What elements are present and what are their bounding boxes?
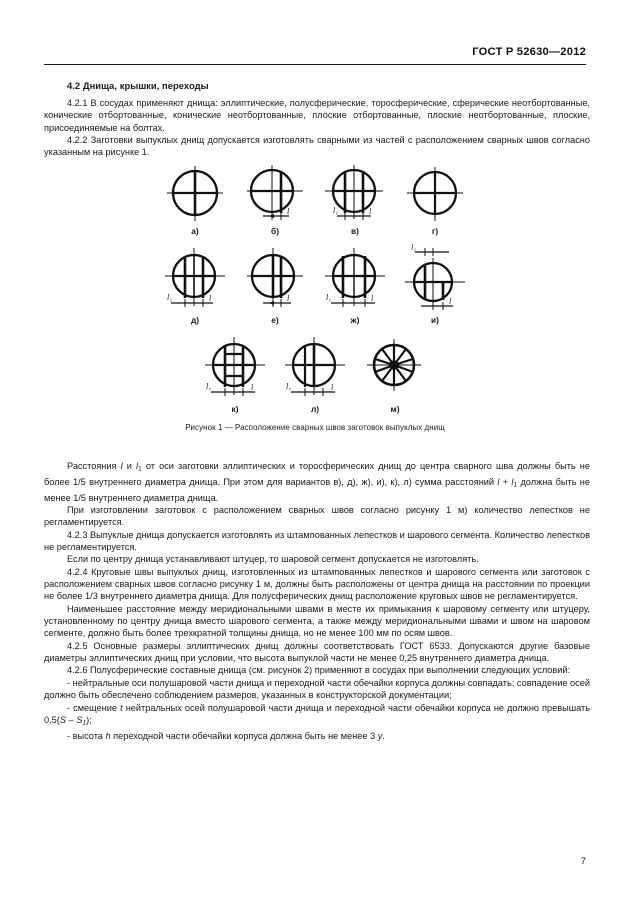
dim-l1: l₁ [326, 293, 331, 302]
diagram-variant-g [407, 167, 463, 221]
dim-l: l [287, 207, 290, 216]
bullet3-variable2: y [377, 730, 383, 741]
running-header-standard: ГОСТ Р 52630—2012 [472, 46, 586, 58]
bullet3-lead: - высота [67, 730, 103, 741]
variant-label: к) [231, 404, 239, 414]
figure-variant-i: l₁ l и) [403, 244, 467, 325]
figure-variant-zh: l₁ l ж) [323, 244, 387, 325]
dist-and: и [126, 461, 132, 471]
paragraph-distances: Расстояния l и l1 от оси заготовки эллип… [44, 461, 590, 503]
figure-variant-m: м) [363, 333, 427, 414]
bullet2-variable: t [120, 702, 123, 713]
paragraph-4-2-2: 4.2.2 Заготовки выпуклых днищ допускаетс… [44, 134, 590, 158]
dim-l1: l₁ [333, 206, 338, 215]
paragraph-4-2-6: 4.2.6 Полусферические составные днища (с… [67, 665, 571, 676]
figure-variant-a: а) [163, 163, 227, 236]
bullet-height-limit: - высота h переходной части обечайки кор… [44, 730, 590, 742]
paragraph-4-2-4: 4.2.4 Круговые швы выпуклых днищ, изгото… [44, 566, 590, 602]
figure-variant-v: l₁ l в) [323, 163, 387, 236]
bullet-axes-alignment: - нейтральные оси полушаровой части днищ… [44, 677, 590, 701]
page-number: 7 [580, 855, 586, 866]
dist-end: должна быть не менее 1/5 внутреннего диа… [44, 476, 590, 503]
variant-label: б) [271, 226, 279, 236]
variant-label: е) [271, 315, 279, 325]
figure-row-1: а) l б) [0, 163, 630, 236]
paragraph-min-distance: Наименьшее расстояние между меридиональн… [44, 603, 590, 639]
paragraph-4-2-5: 4.2.5 Основные размеры эллиптических дни… [44, 640, 590, 664]
figure-variant-l: l₁ l л) [283, 333, 347, 414]
bullet2-mid: нейтральных осей полушаровой части днища… [44, 702, 591, 725]
dim-l1: l₁ [411, 244, 416, 252]
dim-l1: l₁ [286, 382, 291, 391]
figure-variant-b: l б) [243, 163, 307, 236]
figure-variant-g: г) [403, 163, 467, 236]
dim-l: l [287, 294, 290, 303]
bullet3-end: . [382, 730, 385, 741]
diagram-variant-m [367, 339, 421, 391]
variant-label: и) [431, 315, 439, 325]
bullet3-mid: переходной части обечайки корпуса должна… [113, 730, 376, 741]
dim-l: l [449, 297, 452, 306]
section-body-block: Расстояния l и l1 от оси заготовки эллип… [44, 460, 590, 742]
bullet2-minus: – [68, 714, 74, 725]
diagram-variant-k: l₁ l [205, 337, 265, 396]
paragraph-4-2-1: 4.2.1 В сосудах применяют днища: эллипти… [44, 97, 590, 133]
paragraph-4-2-3: 4.2.3 Выпуклые днища допускается изготов… [44, 529, 590, 553]
dim-l: l [209, 294, 212, 303]
paragraph-petals: При изготовлении заготовок с расположени… [44, 505, 590, 528]
dim-l1: l₁ [206, 382, 211, 391]
bullet2-lead: - смещение [67, 702, 118, 713]
figure-variant-k: l₁ l к) [203, 333, 267, 414]
variant-label: в) [351, 226, 359, 236]
figure-1: а) l б) [0, 163, 630, 432]
dist-tail: от оси заготовки эллиптических и торосфе… [44, 461, 590, 487]
paragraph-4-2-3b: Если по центру днища устанавливают штуце… [67, 554, 479, 565]
dist-lead: Расстояния [67, 461, 117, 471]
bullet2-end: ); [86, 714, 92, 725]
variant-label: м) [390, 404, 400, 414]
diagram-variant-e: l [247, 248, 303, 307]
bullet2-S1-subscript: 1 [82, 719, 87, 727]
dim-l: l [369, 207, 372, 216]
dim-l: l [331, 383, 334, 392]
section-intro-block: 4.2 Днища, крышки, переходы 4.2.1 В сосу… [44, 80, 590, 159]
dim-l: l [371, 294, 374, 303]
diagram-variant-l: l₁ l [285, 337, 345, 396]
dist-plus: + [502, 476, 509, 487]
diagram-variant-b: l [247, 165, 303, 220]
diagram-variant-i: l₁ l [405, 244, 465, 310]
header-rule [44, 64, 586, 65]
section-heading: 4.2 Днища, крышки, переходы [67, 80, 209, 91]
figure-row-2: l₁ l д) l е) [0, 244, 630, 325]
dim-l1: l₁ [167, 293, 172, 302]
variant-label: а) [191, 226, 199, 236]
dim-l: l [251, 383, 254, 392]
diagram-variant-zh: l₁ l [325, 248, 385, 307]
diagram-variant-d: l₁ l [165, 248, 225, 307]
bullet-offset-limit: - смещение t нейтральных осей полушарово… [44, 702, 590, 730]
diagram-variant-a [167, 166, 223, 221]
variant-label: ж) [350, 315, 360, 325]
bullet2-S: S [59, 714, 66, 725]
figure-caption: Рисунок 1 — Расположение сварных швов за… [185, 423, 445, 432]
variant-label: д) [190, 315, 200, 325]
figure-row-3: l₁ l к) l₁ l [0, 333, 630, 414]
variant-label: г) [431, 226, 439, 236]
figure-variant-d: l₁ l д) [163, 244, 227, 325]
figure-variant-e: l е) [243, 244, 307, 325]
bullet2-S1: S [76, 714, 83, 725]
diagram-variant-v: l₁ l [325, 165, 383, 220]
variant-label: л) [310, 404, 320, 414]
bullet3-variable: h [105, 730, 111, 741]
